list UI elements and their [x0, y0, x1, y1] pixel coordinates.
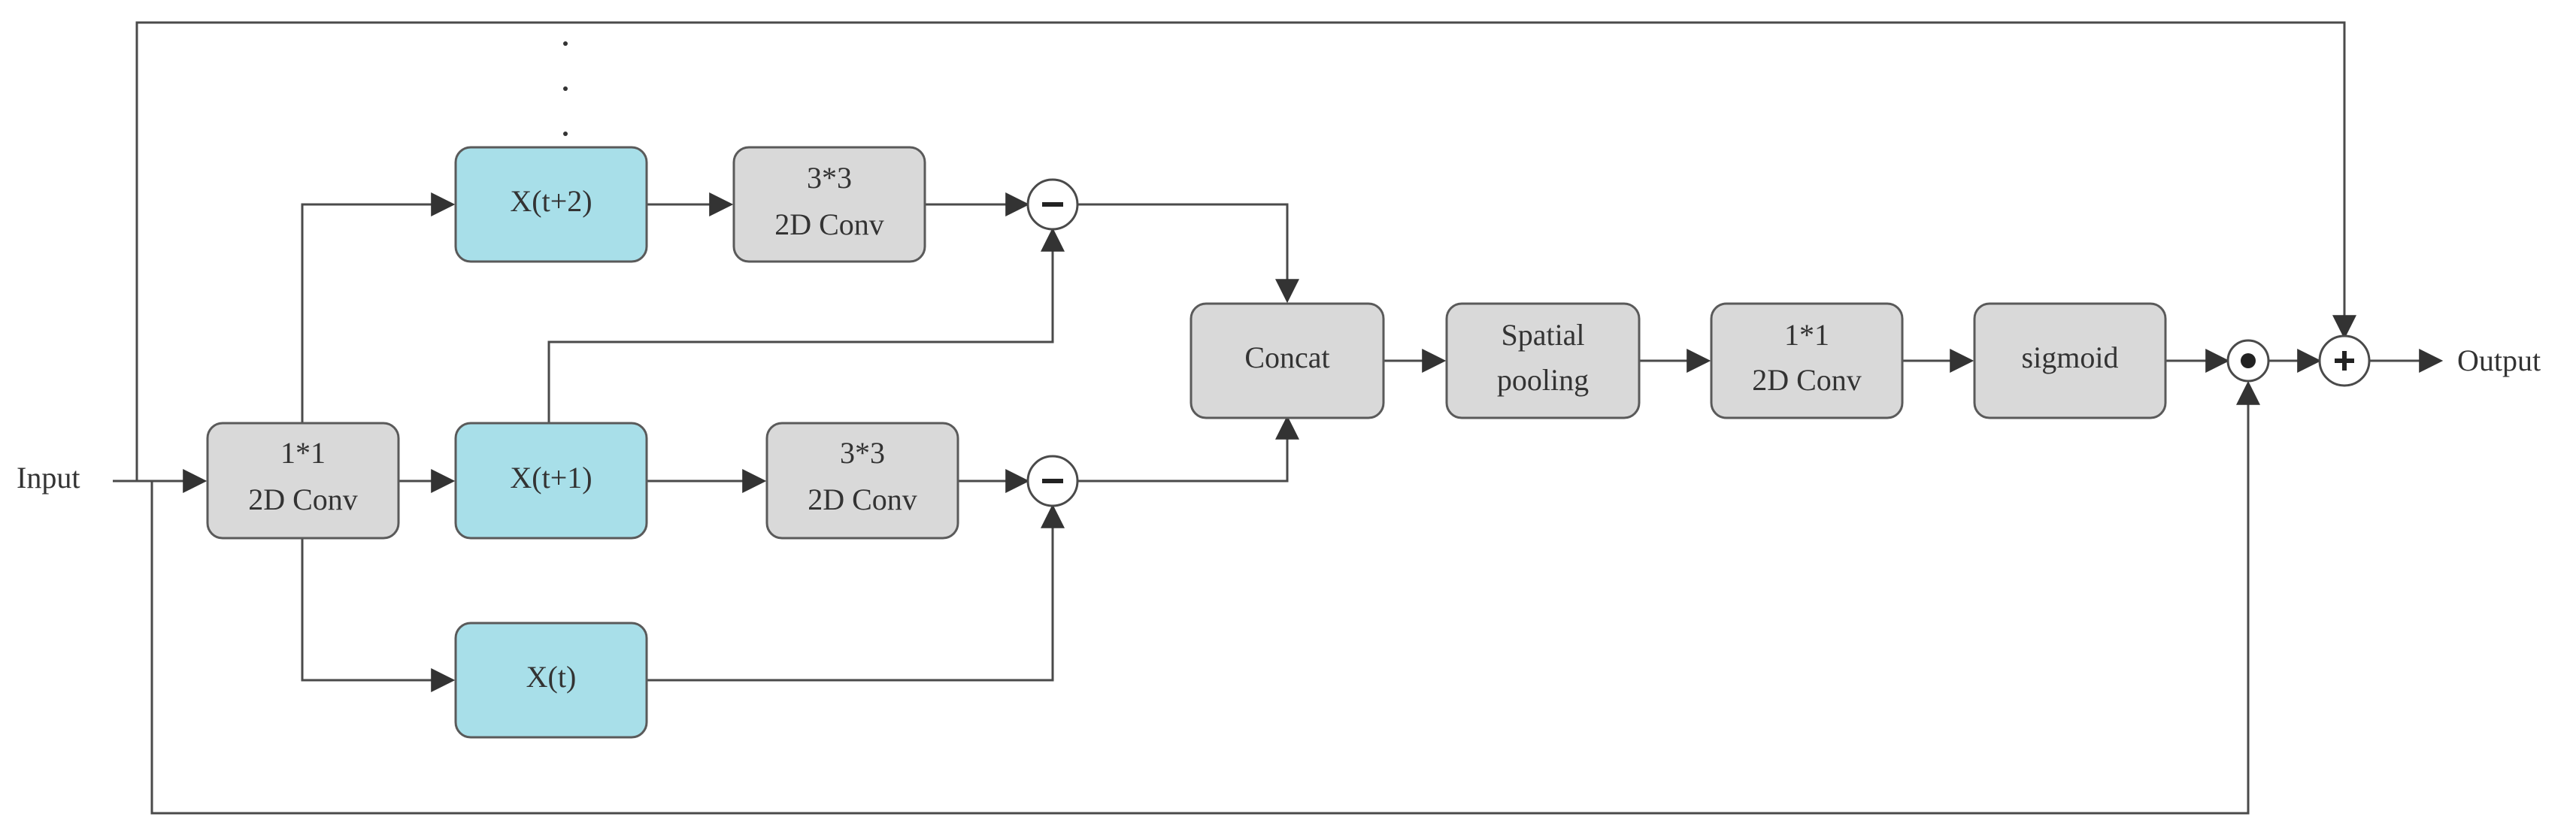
blocks: 1*1 2D Conv X(t+2) X(t+1) X(t) 3*3 2D Co…: [206, 146, 2167, 739]
conv1x1-left-line1: 1*1: [280, 436, 326, 470]
conv3x3-mid-line2: 2D Conv: [808, 483, 917, 516]
conv1x1-right-line2: 2D Conv: [1752, 363, 1862, 397]
conv1x1-right-line1: 1*1: [1784, 318, 1829, 352]
edge-conv1-to-xt2: [301, 192, 456, 423]
hadamard-product-icon: [2226, 339, 2270, 383]
conv3x3-top-line2: 2D Conv: [774, 207, 884, 241]
xt1-block: X(t+1): [454, 422, 648, 540]
edge-xt1-to-subtop: [547, 227, 1065, 423]
conv3x3-block-mid: 3*3 2D Conv: [765, 422, 959, 540]
xt-label: X(t): [526, 660, 577, 694]
conv1x1-block-left: 1*1 2D Conv: [206, 422, 400, 540]
input-label: Input: [17, 461, 80, 495]
edge-conv1-to-xt: [301, 538, 456, 692]
minus-operator-top-icon: [1026, 178, 1079, 231]
xt1-label: X(t+1): [510, 461, 592, 495]
spatial-pooling-line2: pooling: [1497, 363, 1589, 397]
plus-operator-icon: [2318, 334, 2371, 387]
ellipsis-dots-icon: [563, 41, 568, 136]
conv3x3-top-line1: 3*3: [807, 161, 852, 195]
xt2-label: X(t+2): [510, 184, 592, 218]
connectors: [113, 21, 2444, 815]
conv3x3-mid-line1: 3*3: [840, 436, 885, 470]
edge-skip-bottom: [150, 380, 2260, 815]
conv1x1-left-line2: 2D Conv: [248, 483, 358, 516]
conv1x1-block-right: 1*1 2D Conv: [1710, 302, 1904, 419]
operators: [1026, 178, 2371, 507]
spatial-pooling-block: Spatial pooling: [1445, 302, 1641, 419]
spatial-pooling-line1: Spatial: [1501, 318, 1584, 352]
sigmoid-label: sigmoid: [2022, 340, 2119, 374]
sigmoid-block: sigmoid: [1973, 302, 2167, 419]
edge-subtop-to-concat: [1078, 203, 1299, 304]
xt2-block: X(t+2): [454, 146, 648, 263]
minus-operator-mid-icon: [1026, 455, 1079, 507]
edge-skip-top: [135, 21, 2356, 481]
edge-xt-to-submid: [647, 504, 1065, 682]
edge-submid-to-concat: [1078, 415, 1299, 483]
output-label: Output: [2457, 343, 2541, 377]
conv3x3-block-top: 3*3 2D Conv: [732, 146, 926, 263]
concat-label: Concat: [1244, 340, 1329, 374]
concat-block: Concat: [1190, 302, 1385, 419]
xt-block: X(t): [454, 622, 648, 739]
